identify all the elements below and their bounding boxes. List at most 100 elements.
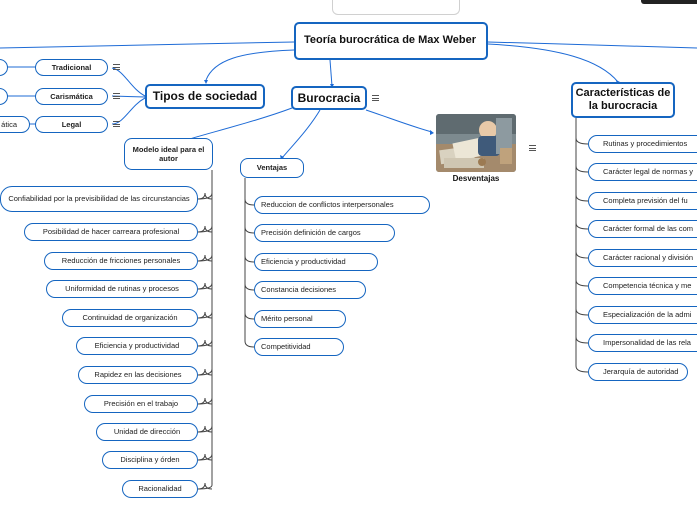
caracteristica-item[interactable]: Competencia técnica y me [588,277,697,295]
caracteristica-item[interactable]: Especialización de la admi [588,306,697,324]
ventaja-item[interactable]: Reduccion de conflictos interpersonales [254,196,430,214]
caracteristica-item[interactable]: Impersonalidad de las rela [588,334,697,352]
modelo-trunk [197,170,213,490]
ventaja-item-label: Reduccion de conflictos interpersonales [261,200,394,210]
caracteristica-item-label: Competencia técnica y me [603,281,692,291]
topic-burocracia[interactable]: Burocracia [291,86,367,110]
modelo-item-label: Reducción de fricciones personales [61,256,181,266]
modelo-item-label: Eficiencia y productividad [94,341,180,351]
modelo-item[interactable]: Eficiencia y productividad [76,337,198,355]
connector [575,336,589,344]
topic-ventajas[interactable]: Ventajas [240,158,304,178]
connector [244,198,255,206]
tipo-item[interactable]: Carismática [35,88,108,105]
modelo-item-label: Continuidad de organización [82,313,178,323]
connector [197,225,213,233]
topic-caracteristicas[interactable]: Características de la burocracia [571,82,675,118]
connector [575,365,589,373]
central-topic-label: Teoría burocrática de Max Weber [304,34,476,47]
modelo-item-label: Racionalidad [138,484,182,494]
caracteristica-item-label: Completa previsión del fu [603,196,688,206]
central-topic[interactable]: Teoría burocrática de Max Weber [294,22,488,60]
connector [575,194,589,202]
caracteristica-item-label: Jerarquía de autoridad [603,367,679,377]
connector [575,308,589,316]
connector [244,226,255,234]
modelo-item-label: Unidad de dirección [113,427,181,437]
modelo-item[interactable]: Uniformidad de rutinas y procesos [46,280,198,298]
caracteristica-item[interactable]: Jerarquía de autoridad [588,363,688,381]
modelo-item[interactable]: Disciplina y órden [102,451,198,469]
caracteristica-item[interactable]: Carácter formal de las com [588,220,697,238]
topic-desventajas-label: Desventajas [452,174,500,183]
modelo-item[interactable]: Precisión en el trabajo [84,395,198,413]
tipo-item-label: Tradicional [51,62,92,72]
tipo-item[interactable]: Tradicional [35,59,108,76]
ventaja-item-label: Constancia decisiones [261,285,337,295]
modelo-item[interactable]: Posibilidad de hacer carreara profesiona… [24,223,198,241]
modelo-item[interactable]: Confiabilidad por la previsibilidad de l… [0,186,198,212]
ventaja-item[interactable]: Eficiencia y productividad [254,253,378,271]
modelo-item[interactable]: Reducción de fricciones personales [44,252,198,270]
modelo-item-label: Uniformidad de rutinas y procesos [65,284,179,294]
ventaja-item-label: Competitividad [261,342,311,352]
connector [197,311,213,319]
topic-ventajas-label: Ventajas [256,163,288,173]
menu-icon[interactable] [113,64,120,70]
bureaucrat-desk-illustration-icon [436,114,516,172]
tipo-item-label: Carismática [50,91,93,101]
caracteristica-item[interactable]: Carácter racional y división [588,249,697,267]
ventaja-item-label: Mérito personal [261,314,313,324]
connector [197,397,213,405]
caracteristica-item-label: Carácter racional y división [603,253,694,263]
tipo-parent-partial[interactable]: ática [0,116,30,133]
menu-icon[interactable] [372,95,379,101]
modelo-item-label: Precisión en el trabajo [103,399,179,409]
connector [197,339,213,347]
connector [244,283,255,291]
modelo-item[interactable]: Racionalidad [122,480,198,498]
topic-tipos-sociedad[interactable]: Tipos de sociedad [145,84,265,109]
caracteristica-item[interactable]: Completa previsión del fu [588,192,697,210]
modelo-item[interactable]: Continuidad de organización [62,309,198,327]
topic-burocracia-label: Burocracia [297,90,361,105]
tipo-item-label: Legal [61,119,82,129]
caracteristica-item-label: Carácter formal de las com [603,224,694,234]
topic-tipos-label: Tipos de sociedad [152,89,258,103]
ventaja-item[interactable]: Constancia decisiones [254,281,366,299]
modelo-item[interactable]: Rapidez en las decisiones [78,366,198,384]
menu-icon[interactable] [113,93,120,99]
ventaja-item-label: Eficiencia y productividad [261,257,346,267]
ventaja-item[interactable]: Mérito personal [254,310,346,328]
modelo-item[interactable]: Unidad de dirección [96,423,198,441]
connector [197,482,213,490]
top-toolbar-tab[interactable] [332,0,460,15]
connector [197,192,213,200]
connector [575,279,589,287]
ventaja-item-label: Precisión definición de cargos [261,228,361,238]
topic-modelo-ideal[interactable]: Modelo ideal para el autor [124,138,213,170]
tipo-item[interactable]: Legal [35,116,108,133]
modelo-item-label: Posibilidad de hacer carreara profesiona… [42,227,180,237]
connector [575,165,589,173]
caracteristica-item[interactable]: Carácter legal de normas y [588,163,697,181]
modelo-item-label: Disciplina y órden [120,455,180,465]
connector [197,425,213,433]
caracteristica-item-label: Impersonalidad de las rela [603,338,691,348]
caracteristica-item-label: Rutinas y procedimientos [603,139,688,149]
connector [197,368,213,376]
connector [575,251,589,259]
ventaja-item[interactable]: Competitividad [254,338,344,356]
menu-icon[interactable] [529,145,536,151]
connector [244,312,255,320]
ventaja-item[interactable]: Precisión definición de cargos [254,224,395,242]
caracteristica-item[interactable]: Rutinas y procedimientos [588,135,697,153]
connector [197,453,213,461]
topic-caracteristicas-label: Características de la burocracia [575,87,671,112]
desventajas-image[interactable] [436,114,516,172]
menu-icon[interactable] [113,121,120,127]
connector [197,282,213,290]
modelo-item-label: Rapidez en las decisiones [94,370,182,380]
connector [197,254,213,262]
